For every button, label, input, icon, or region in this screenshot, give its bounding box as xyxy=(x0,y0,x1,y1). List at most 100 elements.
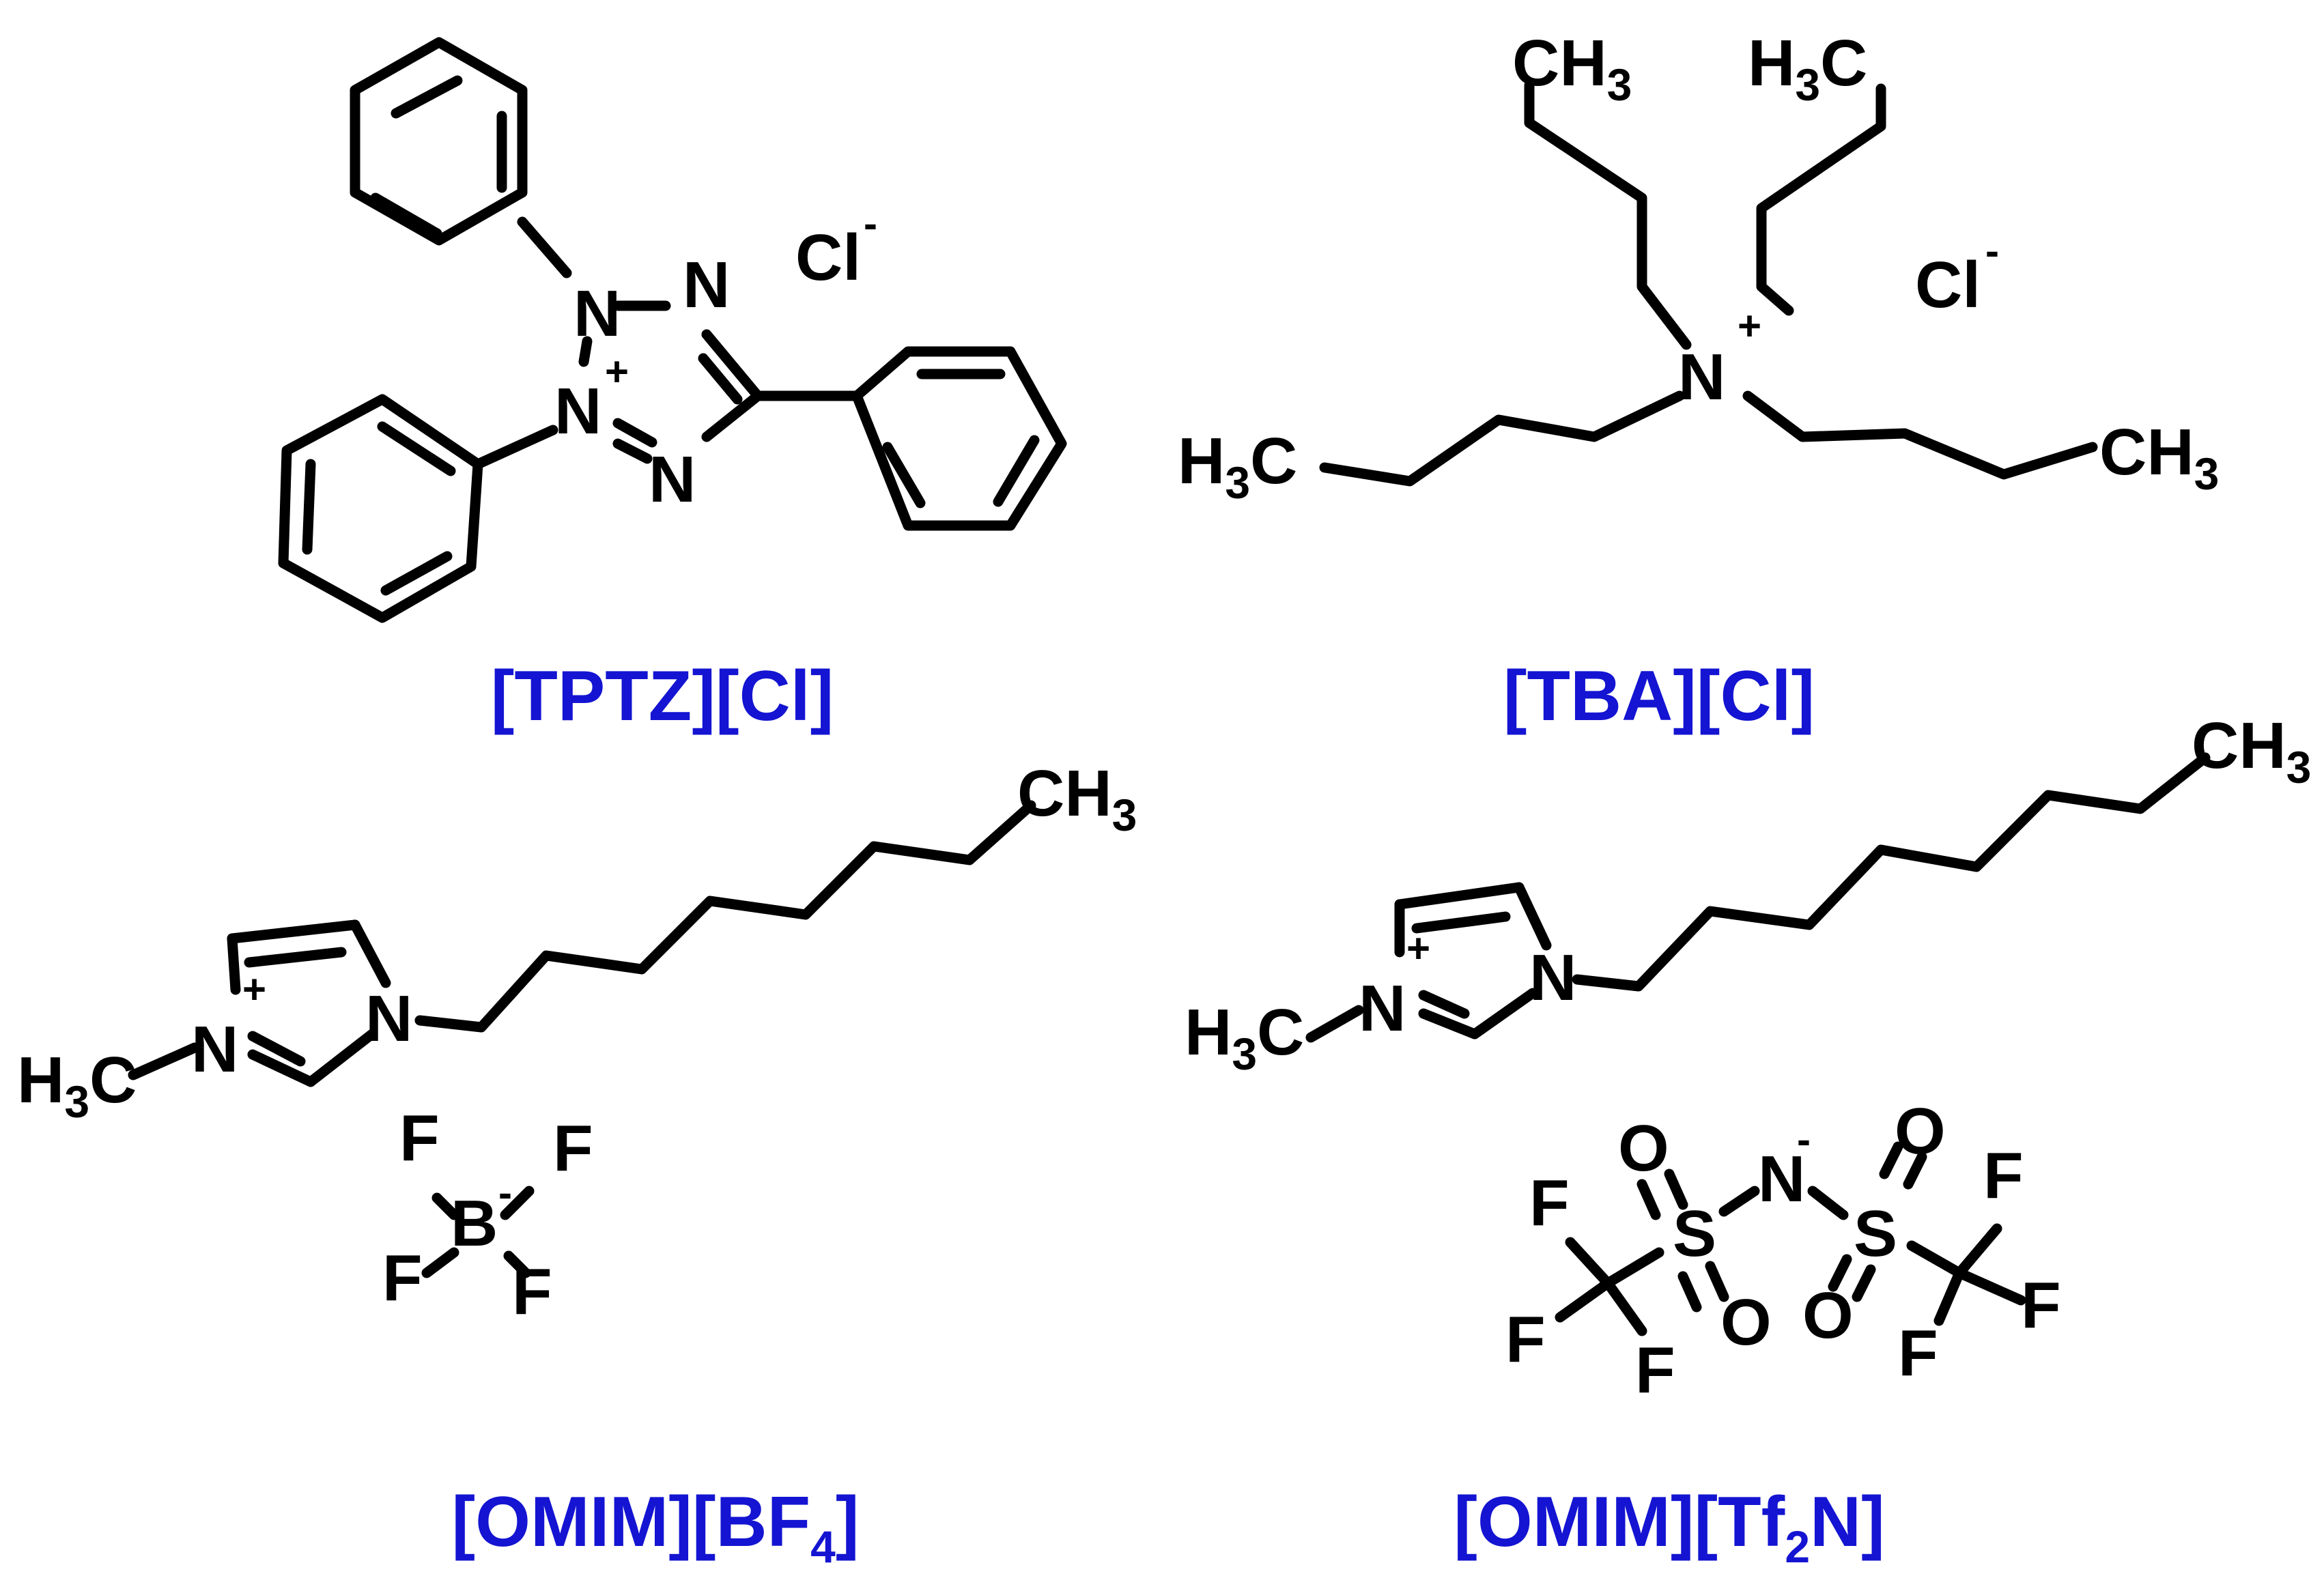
bf4-bond-b-f-top-left xyxy=(431,1192,459,1220)
bf4-atom-n1: N xyxy=(365,982,412,1055)
tf2n-c2-f-right xyxy=(1954,1267,2026,1306)
tptz-bond-n1-n4-b xyxy=(612,438,653,464)
tptz-top-phenyl-ring xyxy=(350,37,528,246)
tf2n-h3c: H3C xyxy=(1185,996,1304,1079)
bf4-ring-c4-c5 xyxy=(227,919,360,944)
tf2n-atom-n3: N xyxy=(1359,972,1406,1045)
tf2n-s1-n xyxy=(1718,1186,1760,1217)
tf2n-f-right-mid: F xyxy=(2021,1269,2061,1342)
bf4-bond-b-f-bottom-right xyxy=(503,1250,531,1278)
bf4-atom-n3: N xyxy=(191,1013,238,1086)
tf2n-s2-o-top-b xyxy=(1903,1151,1927,1190)
omim-bf4-labels: H3C N + N CH3 F F B - F F xyxy=(17,757,1137,1328)
tf2n-s1-o-top-a xyxy=(1664,1169,1688,1210)
bf4-atom-b: B xyxy=(451,1187,498,1260)
tf2n-s1-o-bottom-b xyxy=(1677,1271,1702,1313)
tba-ch3-top-left: CH3 xyxy=(1512,27,1632,110)
tptz-bond-n3-c5-double xyxy=(698,353,743,405)
tptz-right-phenyl-ring xyxy=(851,346,1067,531)
tf2n-methyl-bond xyxy=(1305,1005,1364,1043)
tba-chloride: Cl xyxy=(1915,248,1981,321)
tf2n-s2-o-top-a xyxy=(1879,1141,1903,1179)
tba-ch3-right: CH3 xyxy=(2099,416,2219,499)
tptz-left-phenyl-ring xyxy=(278,394,483,623)
tf2n-ring-n1-c2 xyxy=(1469,988,1538,1040)
tf2n-s1-c xyxy=(1602,1247,1664,1289)
tba-charge-plus: + xyxy=(1738,303,1761,349)
tf2n-ch3: CH3 xyxy=(2192,709,2311,792)
caption-tptz-cl: [TPTZ][Cl] xyxy=(491,657,834,736)
tf2n-charge-minus: - xyxy=(1797,1117,1811,1162)
bf4-charge-plus: + xyxy=(242,966,266,1012)
omim-bf4-structure xyxy=(128,800,1036,1278)
caption-omim-tf2n: [OMIM][Tf2N] xyxy=(1454,1482,1885,1572)
tf2n-ring-c4-c5 xyxy=(1394,882,1525,910)
tptz-atom-n4: N xyxy=(649,443,696,516)
tptz-bond-n1-n4-a xyxy=(612,418,657,448)
tptz-atom-n3: N xyxy=(683,248,730,321)
bf4-ring-c4-c5-double xyxy=(244,947,347,968)
tf2n-ring-c2-n3 xyxy=(1418,1008,1480,1040)
tba-labels: CH3 H3C N + Cl - H3C CH3 xyxy=(1178,27,2219,508)
tptz-atom-n1: N xyxy=(554,375,601,448)
tf2n-s1-o-top-b xyxy=(1636,1179,1661,1220)
bf4-f-bottom-right: F xyxy=(512,1255,552,1328)
bf4-ring-n3-c4 xyxy=(227,933,241,995)
tba-h3c-left: H3C xyxy=(1178,425,1297,508)
tf2n-s1-o-bottom-a xyxy=(1705,1261,1729,1302)
bf4-h3c: H3C xyxy=(17,1044,137,1127)
tptz-left-ring-inner-1 xyxy=(377,421,456,476)
tf2n-s2-o-bottom-b xyxy=(1852,1264,1876,1302)
tf2n-ring-c2-n3-double xyxy=(1418,990,1470,1019)
tf2n-f-right-bottom: F xyxy=(1898,1317,1938,1390)
bf4-f-bottom-left: F xyxy=(382,1242,423,1315)
tptz-bond-n3-c5 xyxy=(701,329,763,401)
tptz-atom-n2: N xyxy=(573,277,621,350)
tf2n-octyl-chain xyxy=(1572,752,2211,992)
tf2n-f-right-top: F xyxy=(1983,1139,2024,1212)
tf2n-atom-n1: N xyxy=(1529,941,1576,1014)
tptz-structure xyxy=(278,37,1067,623)
tptz-chloride-charge: - xyxy=(864,201,877,246)
bf4-octyl-chain xyxy=(414,800,1036,1033)
tf2n-c1-f-top xyxy=(1565,1237,1613,1289)
bf4-bond-b-f-top-right xyxy=(500,1186,535,1220)
tptz-left-ring-inner-3 xyxy=(380,551,453,596)
tptz-right-ring-inner-3 xyxy=(882,442,926,508)
tf2n-f-left-top: F xyxy=(1529,1166,1570,1239)
bf4-f-top-left: F xyxy=(399,1102,440,1175)
tba-structure xyxy=(1319,80,2098,487)
tba-chain-right xyxy=(1742,390,2098,480)
omim-tf2n-labels: H3C N + N CH3 O S O N - S O O F F F F F … xyxy=(1185,709,2311,1407)
tf2n-c1-f-bottom xyxy=(1602,1278,1647,1336)
tf2n-o-top-right: O xyxy=(1895,1095,1946,1168)
tf2n-n-s2 xyxy=(1807,1186,1849,1220)
tptz-top-ring-inner-bond-1 xyxy=(391,75,463,119)
tptz-bond-n1-left-ring xyxy=(472,425,558,470)
tf2n-f-left-mid: F xyxy=(1505,1303,1546,1376)
bf4-charge-minus: - xyxy=(498,1170,512,1216)
tf2n-charge-plus: + xyxy=(1406,926,1430,971)
tf2n-s-left: S xyxy=(1673,1197,1716,1270)
bf4-ring-c2-n3 xyxy=(247,1049,316,1087)
bf4-methyl-bond xyxy=(128,1042,200,1080)
bf4-ring-c2-n3-double xyxy=(247,1031,306,1067)
bf4-f-top-right: F xyxy=(553,1112,593,1185)
tf2n-c2-f-top xyxy=(1954,1223,2002,1278)
tptz-bond-n4-c5 xyxy=(701,390,763,442)
tf2n-s-right: S xyxy=(1854,1197,1897,1270)
tptz-bond-n2-n1 xyxy=(578,336,593,367)
tf2n-ring-c5-n1 xyxy=(1514,882,1552,951)
tf2n-ring-c4-c5-double xyxy=(1411,911,1511,934)
bf4-ring-c5-n1 xyxy=(350,919,391,988)
tf2n-atom-n: N xyxy=(1758,1143,1805,1216)
tf2n-c2-f-bottom xyxy=(1933,1267,1965,1326)
tf2n-c1-f-left xyxy=(1555,1278,1613,1323)
tptz-labels: N N N + N Cl - xyxy=(554,201,877,516)
bf4-ring-n1-c2 xyxy=(305,1029,378,1087)
tf2n-o-bottom-left: O xyxy=(1720,1286,1772,1359)
tf2n-o-top-left: O xyxy=(1618,1112,1669,1185)
tf2n-f-left-bottom: F xyxy=(1635,1334,1675,1407)
tba-chain-up-left xyxy=(1524,80,1692,350)
